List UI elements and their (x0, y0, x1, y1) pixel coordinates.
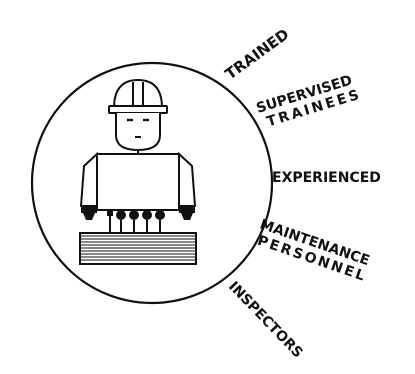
control-panel (79, 232, 197, 265)
left-arm (79, 151, 98, 220)
label-supervised-trainees: SUPERVISED TRAINEES (254, 72, 363, 130)
label-inspectors: INSPECTORS (225, 279, 306, 362)
label-trained: TRAINED (222, 25, 293, 83)
torso (96, 153, 180, 211)
head (115, 113, 161, 154)
enclosing-circle (30, 61, 274, 305)
worker-figure (79, 78, 197, 265)
hard-hat-icon (108, 78, 168, 114)
label-experienced: EXPERIENCED (272, 170, 381, 186)
control-knobs-icon (107, 210, 165, 234)
label-maintenance-personnel: MAINTENANCE PERSONNEL (255, 217, 371, 285)
right-arm (178, 151, 197, 220)
